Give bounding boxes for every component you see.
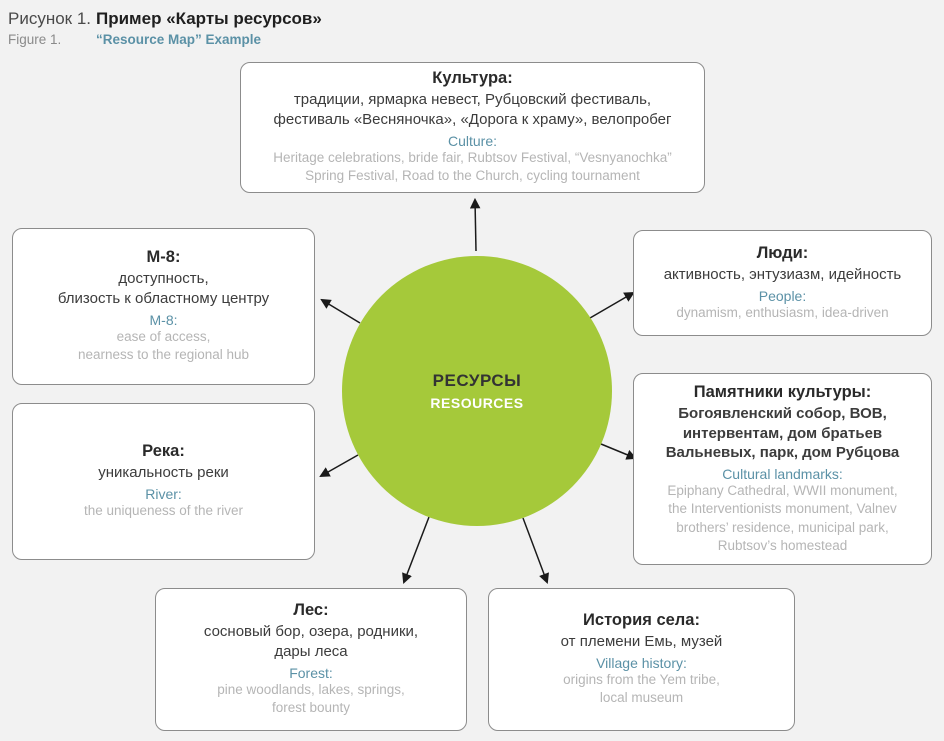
figure-caption-ru: Рисунок 1.Пример «Карты ресурсов»	[8, 8, 322, 31]
node-title-en: M-8:	[149, 312, 178, 329]
node-landmarks: Памятники культуры: Богоявленский собор,…	[633, 373, 932, 565]
node-title-en: River:	[145, 486, 182, 503]
node-title-ru: Культура:	[432, 69, 513, 88]
arrow-m8	[320, 298, 361, 324]
figure-number-ru: Рисунок 1.	[8, 9, 92, 28]
node-body-ru: от племени Емь, музей	[560, 633, 723, 651]
node-title-ru: Лес:	[293, 601, 329, 620]
figure-caption: Рисунок 1.Пример «Карты ресурсов» Figure…	[8, 8, 322, 50]
node-body-ru: традиции, ярмарка невест, Рубцовский фес…	[273, 91, 672, 129]
node-title-en: Cultural landmarks:	[722, 466, 843, 483]
node-body-ru: уникальность реки	[98, 464, 229, 482]
arrow-landmarks	[600, 443, 637, 460]
node-title-en: Forest:	[289, 665, 333, 682]
node-body-en: Epiphany Cathedral, WWII monument, the I…	[667, 483, 898, 553]
node-body-en: pine woodlands, lakes, springs, forest b…	[217, 682, 405, 716]
figure-caption-en: Figure 1. “Resource Map” Example	[8, 31, 322, 50]
node-body-ru: доступность, близость к областному центр…	[57, 270, 270, 308]
node-title-en: Village history:	[596, 655, 687, 672]
resources-circle: РЕСУРСЫ RESOURCES	[342, 256, 612, 526]
arrow-forest	[402, 516, 430, 584]
node-river: Река: уникальность реки River: the uniqu…	[12, 403, 315, 560]
arrow-history	[522, 517, 549, 584]
node-body-ru: Богоявленский собор, ВОВ, интервентам, д…	[665, 404, 900, 462]
arrow-culture	[469, 197, 481, 252]
node-title-ru: История села:	[583, 611, 700, 630]
arrow-river	[319, 454, 359, 478]
figure-title-en: “Resource Map” Example	[96, 31, 262, 47]
node-body-en: ease of access, nearness to the regional…	[77, 329, 250, 363]
node-people: Люди: активность, энтузиазм, идейность P…	[633, 230, 932, 336]
node-history: История села: от племени Емь, музей Vill…	[488, 588, 795, 731]
arrow-people	[589, 291, 635, 319]
node-body-en: Heritage celebrations, bride fair, Rubts…	[273, 150, 672, 184]
node-body-ru: активность, энтузиазм, идейность	[663, 265, 902, 283]
node-body-en: origins from the Yem tribe, local museum	[563, 672, 720, 706]
resources-label-en: RESOURCES	[430, 395, 524, 411]
node-title-en: People:	[758, 287, 807, 304]
node-m8: М-8: доступность, близость к областному …	[12, 228, 315, 385]
node-culture: Культура: традиции, ярмарка невест, Рубц…	[240, 62, 705, 193]
node-title-en: Culture:	[447, 133, 498, 150]
node-body-en: the uniqueness of the river	[83, 503, 244, 519]
node-title-ru: Река:	[142, 442, 185, 461]
node-title-ru: Памятники культуры:	[693, 382, 872, 401]
resources-label-ru: РЕСУРСЫ	[432, 371, 522, 390]
figure-title-ru: Пример «Карты ресурсов»	[96, 9, 322, 28]
node-title-ru: М-8:	[146, 248, 181, 267]
figure-number-en: Figure 1.	[8, 31, 62, 47]
node-body-en: dynamism, enthusiasm, idea-driven	[676, 304, 889, 320]
node-body-ru: сосновый бор, озера, родники, дары леса	[203, 623, 419, 661]
node-title-ru: Люди:	[756, 243, 809, 262]
node-forest: Лес: сосновый бор, озера, родники, дары …	[155, 588, 467, 731]
